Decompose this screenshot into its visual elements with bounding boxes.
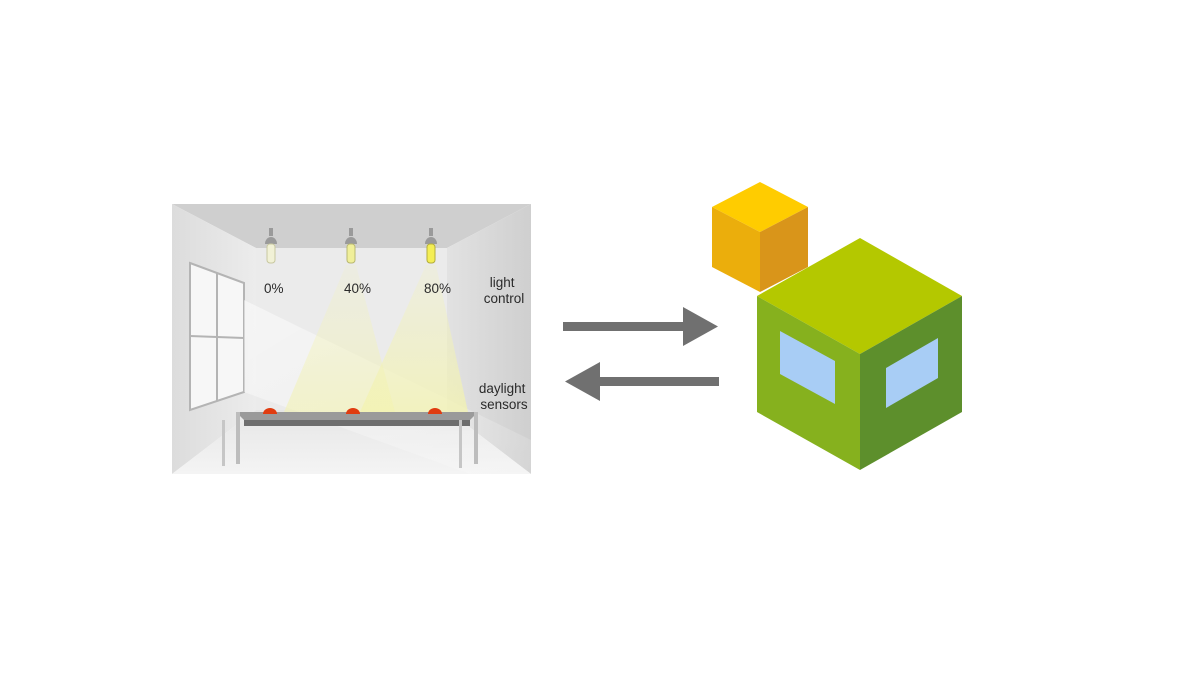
daylight-sensor-2 xyxy=(346,408,360,414)
arrow-right-icon xyxy=(563,307,718,346)
exchange-arrows xyxy=(563,307,719,401)
daylight-sensor-1 xyxy=(263,408,277,414)
building-cubes-icon xyxy=(712,182,962,470)
cube-window-right xyxy=(886,338,938,408)
bulb-icon xyxy=(346,243,356,264)
lamp-80 xyxy=(425,228,437,264)
large-cube-icon xyxy=(757,238,962,470)
daylight-sensors-label-line-1: daylight xyxy=(479,381,526,396)
room-right-wall xyxy=(447,204,531,474)
bulb-icon xyxy=(266,243,276,264)
lamp-40 xyxy=(345,228,357,264)
bulb-icon xyxy=(426,243,436,264)
lamp-level-label-40: 40% xyxy=(344,281,371,296)
light-beam-80 xyxy=(360,265,468,412)
daylight-sensors-label: daylight sensors xyxy=(479,381,529,412)
small-cube-icon xyxy=(712,182,808,292)
room-table xyxy=(222,412,478,468)
light-control-label-line-1: light xyxy=(490,275,515,290)
room-ceiling xyxy=(172,204,531,248)
light-control-label-line-2: control xyxy=(484,291,525,306)
light-beam-40 xyxy=(284,265,395,412)
lamp-0 xyxy=(265,228,277,264)
lamp-level-label-0: 0% xyxy=(264,281,284,296)
lamp-level-label-80: 80% xyxy=(424,281,451,296)
cube-window-left xyxy=(780,331,835,404)
daylight-sensors xyxy=(263,408,442,414)
daylight-sensor-3 xyxy=(428,408,442,414)
light-control-label: light control xyxy=(484,275,525,306)
room-window xyxy=(189,261,245,412)
daylight-sensors-label-line-2: sensors xyxy=(480,397,528,412)
room-illustration: 0% 40% 80% light control daylight sensor… xyxy=(172,204,531,474)
arrow-left-icon xyxy=(565,362,719,401)
light-beams xyxy=(284,265,468,412)
